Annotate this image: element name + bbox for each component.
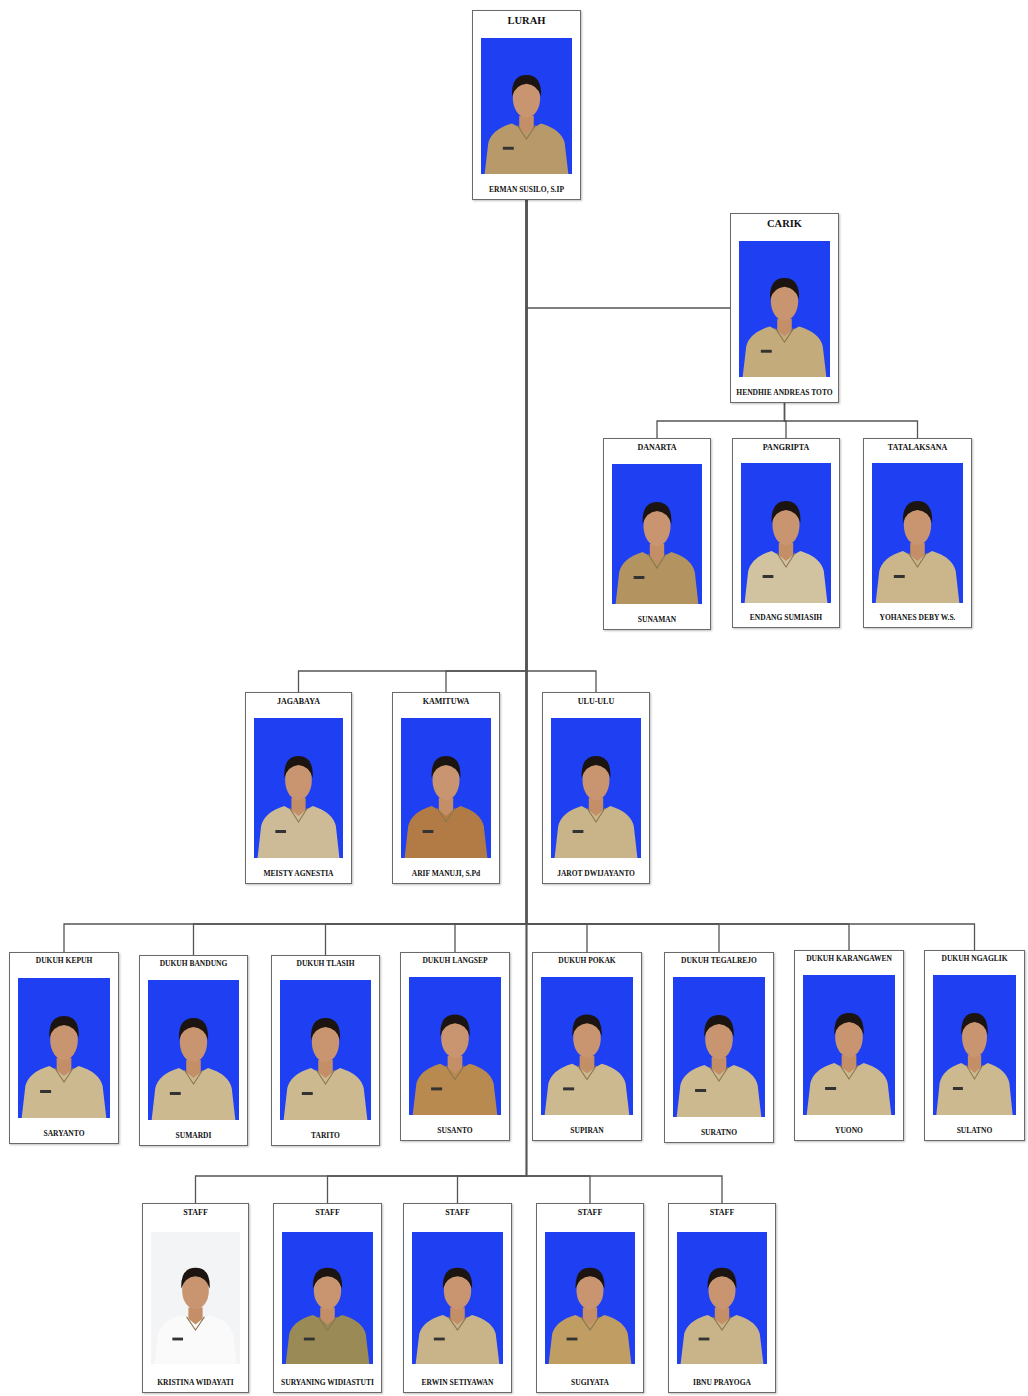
org-box: PANGRIPTA ENDANG SUMIASIH: [732, 438, 840, 628]
org-connector: [527, 200, 720, 952]
portrait-photo: [280, 980, 371, 1120]
position-title: STAFF: [672, 1208, 772, 1217]
org-box: JAGABAYA MEISTY AGNESTIA: [245, 692, 352, 884]
position-title: JAGABAYA: [249, 697, 348, 706]
position-title: STAFF: [277, 1208, 378, 1217]
org-box: LURAH ERMAN SUSILO, S.IP: [472, 10, 581, 200]
person-name: SURYANING WIDIASTUTI: [277, 1379, 378, 1388]
org-connector: [194, 200, 527, 955]
portrait-photo: [412, 1232, 503, 1364]
portrait-photo: [401, 718, 491, 858]
person-name: ENDANG SUMIASIH: [736, 614, 836, 623]
position-title: DUKUH POKAK: [536, 957, 638, 966]
position-title: DANARTA: [607, 443, 707, 452]
portrait-photo: [254, 718, 343, 858]
person-name: MEISTY AGNESTIA: [249, 870, 348, 879]
person-name: YUONO: [798, 1127, 900, 1136]
position-title: TATALAKSANA: [867, 443, 968, 452]
person-name: SUPIRAN: [536, 1127, 638, 1136]
person-name: ARIF MANUJI, S.Pd: [396, 870, 496, 879]
org-box: DUKUH POKAK SUPIRAN: [532, 952, 642, 1141]
portrait-photo: [282, 1232, 373, 1364]
person-name: SUMARDI: [143, 1132, 244, 1141]
org-box: STAFF ERWIN SETIYAWAN: [403, 1203, 512, 1393]
org-connector: [446, 200, 527, 692]
org-box: DUKUH KARANGAWEN YUONO: [794, 950, 904, 1141]
org-connector: [785, 403, 918, 438]
org-connector: [657, 403, 785, 438]
person-name: ERWIN SETIYAWAN: [407, 1379, 508, 1388]
org-connector: [527, 200, 975, 950]
org-connector: [64, 200, 527, 952]
portrait-photo: [677, 1232, 767, 1364]
org-box: STAFF SUGIYATA: [536, 1203, 644, 1393]
portrait-photo: [803, 975, 895, 1115]
org-box: DUKUH NGAGLIK SULATNO: [924, 950, 1025, 1141]
portrait-photo: [673, 977, 765, 1117]
position-title: LURAH: [476, 15, 577, 27]
portrait-photo: [545, 1232, 635, 1364]
person-name: HENDHIE ANDREAS TOTO: [734, 389, 835, 398]
person-name: ERMAN SUSILO, S.IP: [476, 186, 577, 195]
position-title: DUKUH TLASIH: [275, 960, 376, 969]
position-title: PANGRIPTA: [736, 443, 836, 452]
position-title: STAFF: [146, 1208, 245, 1217]
portrait-photo: [409, 977, 501, 1115]
portrait-photo: [739, 241, 830, 377]
org-box: ULU-ULU JAROT DWIJAYANTO: [542, 692, 650, 884]
org-connector: [527, 200, 731, 308]
person-name: SUSANTO: [404, 1127, 506, 1136]
portrait-photo: [741, 463, 831, 603]
person-name: SUGIYATA: [540, 1379, 640, 1388]
person-name: JAROT DWIJAYANTO: [546, 870, 646, 879]
person-name: SUNAMAN: [607, 616, 707, 625]
org-box: DUKUH BANDUNG SUMARDI: [139, 955, 248, 1146]
position-title: DUKUH LANGSEP: [404, 957, 506, 966]
org-box: TATALAKSANA YOHANES DEBY W.S.: [863, 438, 972, 628]
org-connector: [527, 200, 850, 950]
position-title: ULU-ULU: [546, 697, 646, 706]
position-title: DUKUH NGAGLIK: [928, 955, 1021, 964]
person-name: KRISTINA WIDAYATI: [146, 1379, 245, 1388]
position-title: DUKUH KARANGAWEN: [798, 955, 900, 964]
person-name: SARYANTO: [13, 1130, 115, 1139]
person-name: SULATNO: [928, 1127, 1021, 1136]
person-name: TARITO: [275, 1132, 376, 1141]
position-title: DUKUH KEPUH: [13, 957, 115, 966]
portrait-photo: [148, 980, 239, 1120]
org-box: DUKUH LANGSEP SUSANTO: [400, 952, 510, 1141]
org-box: DUKUH KEPUH SARYANTO: [9, 952, 119, 1144]
portrait-photo: [151, 1232, 240, 1364]
org-connector: [299, 200, 527, 692]
person-name: SURATNO: [668, 1129, 770, 1138]
position-title: DUKUH BANDUNG: [143, 960, 244, 969]
org-box: DANARTA SUNAMAN: [603, 438, 711, 630]
portrait-photo: [18, 978, 110, 1118]
org-box: STAFF KRISTINA WIDAYATI: [142, 1203, 249, 1393]
portrait-photo: [481, 38, 572, 174]
org-connector: [527, 200, 597, 692]
portrait-photo: [551, 718, 641, 858]
position-title: CARIK: [734, 218, 835, 230]
position-title: DUKUH TEGALREJO: [668, 957, 770, 966]
org-box: STAFF IBNU PRAYOGA: [668, 1203, 776, 1393]
org-box: STAFF SURYANING WIDIASTUTI: [273, 1203, 382, 1393]
org-box: DUKUH TLASIH TARITO: [271, 955, 380, 1146]
position-title: KAMITUWA: [396, 697, 496, 706]
portrait-photo: [612, 464, 702, 604]
org-box: KAMITUWA ARIF MANUJI, S.Pd: [392, 692, 500, 884]
portrait-photo: [933, 975, 1016, 1115]
org-connector: [326, 200, 527, 955]
org-box: CARIK HENDHIE ANDREAS TOTO: [730, 213, 839, 403]
portrait-photo: [541, 977, 633, 1115]
org-box: DUKUH TEGALREJO SURATNO: [664, 952, 774, 1143]
person-name: YOHANES DEBY W.S.: [867, 614, 968, 623]
position-title: STAFF: [407, 1208, 508, 1217]
position-title: STAFF: [540, 1208, 640, 1217]
portrait-photo: [872, 463, 963, 603]
person-name: IBNU PRAYOGA: [672, 1379, 772, 1388]
